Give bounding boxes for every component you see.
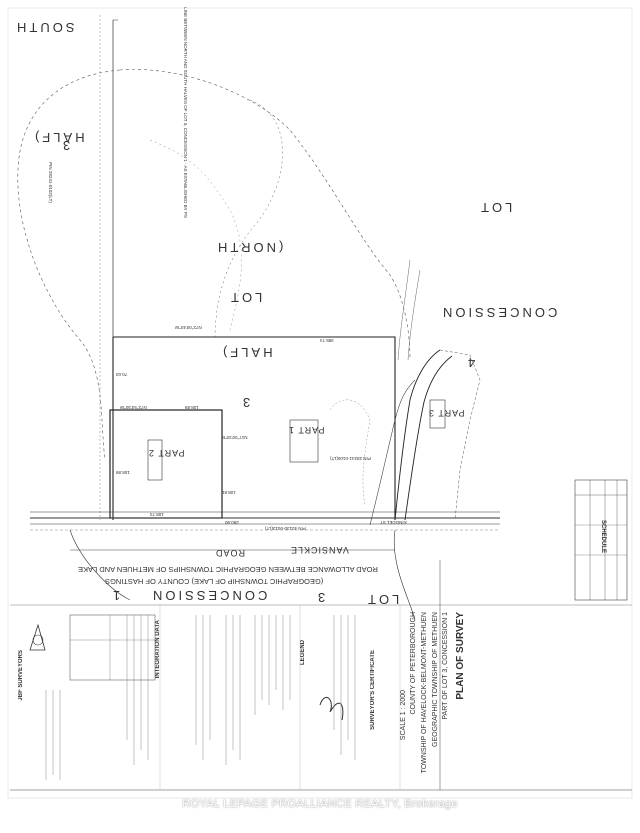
wetland-boundary xyxy=(17,69,121,461)
kingdel-street-east xyxy=(404,355,453,521)
kingdel-street-west xyxy=(394,349,441,521)
schedule-table xyxy=(574,479,628,601)
integration-table xyxy=(69,614,156,681)
part1-boundary xyxy=(113,336,396,520)
surveyor-signature xyxy=(319,696,344,721)
brokerage-watermark: ROYAL LEPAGE PROALLIANCE REALTY, Brokera… xyxy=(182,798,458,810)
lake-shoreline-north xyxy=(119,69,411,361)
